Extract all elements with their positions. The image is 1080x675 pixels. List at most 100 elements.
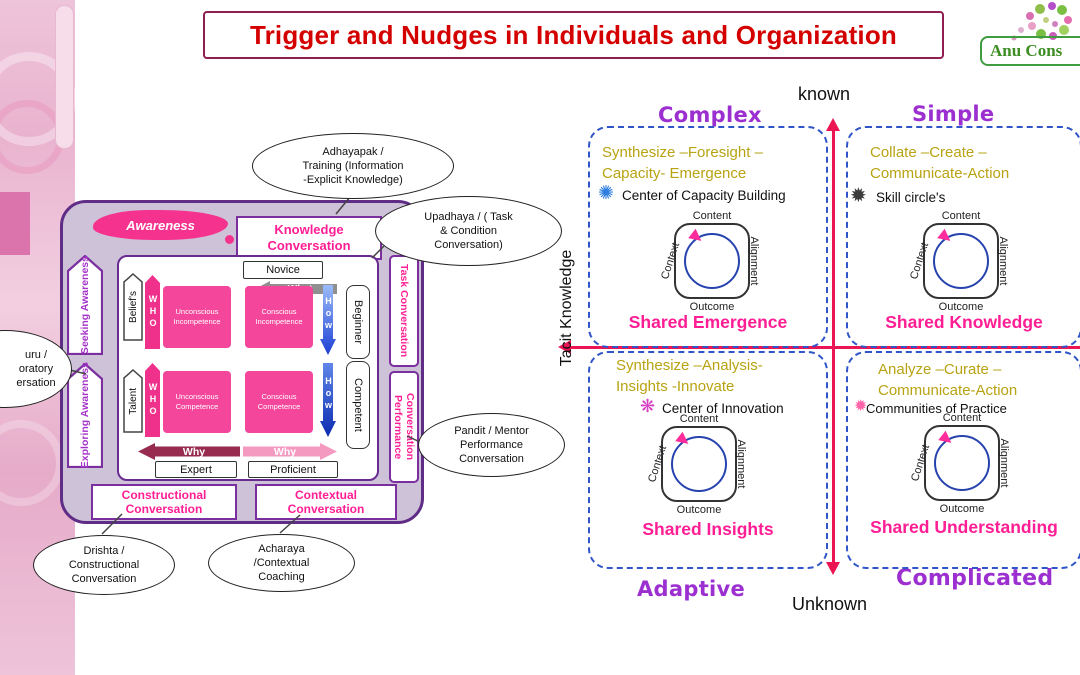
quadrant-complex: Synthesize –Foresight – Capacity- Emerge…: [588, 126, 828, 348]
why-arrow-right: Why: [243, 443, 337, 460]
cell-unconscious-competence: Unconscious Competence: [163, 371, 231, 433]
communities-star-icon: ✹: [854, 398, 868, 415]
cycle-circle: [933, 233, 989, 289]
talent-label: Talent: [127, 387, 139, 415]
axis-label-known: known: [798, 84, 851, 104]
down-arrow-shape: [320, 363, 336, 437]
circle-widget: Content Alignment Outcome Context: [646, 413, 747, 516]
label-outcome: Outcome: [939, 503, 985, 515]
cell-unconscious-incompetence: Unconscious Incompetence: [163, 286, 231, 348]
complicated-center-label: Communities of Practice: [866, 401, 1007, 416]
callout-acharaya: Acharaya /Contextual Coaching: [208, 534, 355, 592]
shared-understanding-label: Shared Understanding: [870, 517, 1058, 537]
strip-ornament-circle: [0, 420, 64, 506]
quadrant-label-complicated: Complicated: [896, 566, 1054, 591]
why-arrow-left: Why: [138, 443, 240, 460]
cycle-circle: [684, 233, 740, 289]
label-alignment: Alignment: [747, 236, 760, 286]
quadrant-adaptive: Synthesize –Analysis- Insights -Innovate…: [588, 351, 828, 569]
how-arrow-bottom: How: [320, 363, 336, 437]
label-content: Content: [679, 413, 719, 425]
up-arrow-shape: [145, 275, 160, 349]
logo-name: Anu Cons: [990, 41, 1063, 60]
complex-heading: Synthesize –Foresight – Capacity- Emerge…: [602, 144, 763, 182]
why-label: Why: [273, 445, 297, 458]
awareness-dot-icon: [225, 235, 234, 244]
how-label: How: [323, 296, 334, 332]
label-outcome: Outcome: [676, 504, 722, 516]
up-arrow-shape: [123, 272, 143, 341]
label-context: Context: [909, 443, 933, 483]
quadrant-label-complex: Complex: [658, 103, 762, 127]
adaptive-center-label: Center of Innovation: [662, 401, 784, 416]
competent-box: Competent: [346, 361, 370, 449]
label-context: Context: [659, 241, 683, 281]
competent-label: Competent: [352, 378, 364, 432]
how-label: How: [323, 376, 334, 412]
who-label: WHO: [148, 294, 158, 330]
knowledge-conversation-box: Knowledge Conversation: [236, 216, 382, 260]
callout-adhayapak: Adhayapak / Training (Information -Expli…: [252, 133, 454, 199]
skill-circle-star-icon: ✹: [850, 185, 867, 207]
shared-knowledge-label: Shared Knowledge: [885, 312, 1043, 332]
exploring-awareness-arrow: Exploring Awareness: [66, 362, 104, 469]
novice-box: Novice: [243, 261, 323, 279]
label-alignment: Alignment: [734, 439, 747, 489]
complex-center-label: Center of Capacity Building: [622, 188, 786, 203]
adaptive-heading: Synthesize –Analysis- Insights -Innovate: [616, 357, 763, 395]
who-label: WHO: [148, 382, 158, 418]
expert-box: Expert: [155, 461, 237, 478]
quadrant-simple: Collate –Create – Communicate-Action ✹ S…: [846, 126, 1080, 348]
label-context: Context: [646, 444, 670, 484]
why-label: Why: [182, 445, 206, 458]
how-arrow-top: How: [320, 285, 336, 355]
cell-conscious-incompetence: Conscious Incompetence: [245, 286, 313, 348]
label-context: Context: [908, 241, 932, 281]
slide-title-text: Trigger and Nudges in Individuals and Or…: [249, 19, 898, 50]
performance-conversation-label: Performance Conversation: [392, 393, 417, 461]
contextual-conversation-box: Contextual Conversation: [255, 484, 397, 520]
proficient-box: Proficient: [248, 461, 338, 478]
beginner-box: Beginner: [346, 285, 370, 359]
callout-guru-text: uru / oratory ersation: [16, 348, 56, 390]
callout-drishta: Drishta / Constructional Conversation: [33, 535, 175, 595]
axis-arrow-up-icon: [826, 118, 840, 131]
complicated-heading: Analyze –Curate – Communicate-Action: [878, 361, 1018, 399]
axis-label-tacit-knowledge: Tacit Knowledge: [558, 249, 575, 367]
left-arrow-shape: [138, 443, 240, 460]
shared-emergence-label: Shared Emergence: [628, 312, 788, 332]
circle-widget: Content Alignment Outcome Context: [909, 412, 1010, 515]
strip-ornament-bar: [55, 5, 74, 149]
up-arrow-shape: [66, 362, 104, 469]
beliefs-arrow: Belief's: [123, 272, 143, 341]
simple-center-label: Skill circle's: [876, 190, 946, 205]
right-arrow-shape: [243, 443, 337, 460]
cell-conscious-competence: Conscious Competence: [245, 371, 313, 433]
logo-dots-icon: [1011, 2, 1072, 41]
up-arrow-shape: [66, 254, 104, 356]
logo: Anu Cons: [980, 36, 1080, 66]
competence-matrix: Novice What Belief's Talent WHO WHO: [117, 255, 379, 481]
quadrant-label-adaptive: Adaptive: [637, 577, 746, 601]
performance-conversation-box: Performance Conversation: [389, 371, 419, 483]
cycle-circle: [671, 436, 727, 492]
label-content: Content: [941, 210, 981, 222]
cycle-circle: [934, 435, 990, 491]
beginner-label: Beginner: [352, 299, 364, 345]
slide-title: Trigger and Nudges in Individuals and Or…: [203, 11, 944, 59]
axis-arrow-down-icon: [826, 562, 840, 575]
simple-heading: Collate –Create – Communicate-Action: [870, 144, 1010, 182]
constructional-conversation-box: Constructional Conversation: [91, 484, 237, 520]
horizontal-axis: [570, 346, 1080, 349]
quadrant-complicated: Analyze –Curate – Communicate-Action ✹ C…: [846, 351, 1080, 569]
awareness-label: Awareness: [126, 217, 195, 233]
axis-arrow-left-icon: [558, 340, 571, 354]
competence-model: Awareness Knowledge Conversation Seeking…: [60, 200, 424, 524]
circle-widget: Content Alignment Outcome Context: [659, 210, 760, 313]
label-content: Content: [942, 412, 982, 424]
beliefs-label: Belief's: [127, 291, 139, 323]
label-alignment: Alignment: [997, 438, 1010, 488]
up-arrow-shape: [145, 363, 160, 437]
callout-upadhaya: Upadhaya / ( Task & Condition Conversati…: [375, 196, 562, 266]
who-arrow-bottom: WHO: [145, 363, 160, 437]
